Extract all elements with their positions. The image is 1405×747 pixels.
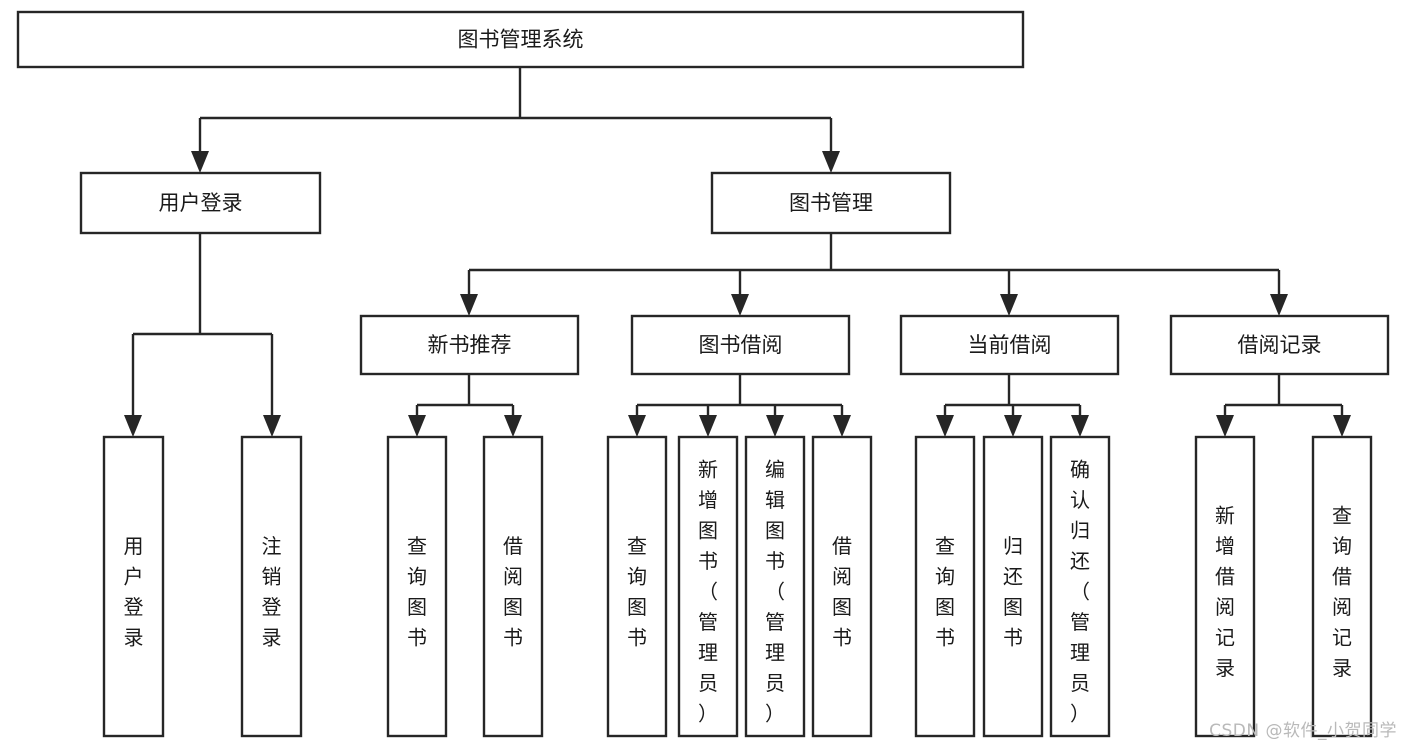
node-label: 新书推荐 (428, 333, 512, 357)
diagram-node-l3-07[interactable]: 编辑图书（管理员） (744, 435, 806, 738)
diagram-node-l3-12[interactable]: 新增借阅记录 (1194, 435, 1256, 738)
diagram-node-n2d[interactable]: 借阅记录 (1169, 314, 1390, 376)
connector-group (628, 374, 851, 437)
connector-group (408, 374, 522, 437)
node-label: 确认归还（管理员） (1070, 457, 1090, 725)
arrow-head-icon (124, 415, 142, 437)
arrow-head-icon (822, 151, 840, 173)
node-box[interactable] (102, 435, 165, 738)
node-label: 借阅图书 (832, 533, 852, 649)
diagram-node-l3-04[interactable]: 借阅图书 (482, 435, 544, 738)
connector-group (460, 233, 1288, 316)
node-box[interactable] (482, 435, 544, 738)
node-label: 用户登录 (159, 191, 243, 215)
node-label: 查询图书 (935, 533, 955, 649)
node-label: 新增图书（管理员） (698, 457, 718, 725)
diagram-node-n2a[interactable]: 新书推荐 (359, 314, 580, 376)
node-label: 借阅图书 (503, 533, 523, 649)
connector-layer (124, 67, 1351, 437)
node-label: 查询图书 (407, 533, 427, 649)
connector-group (191, 67, 840, 173)
diagram-node-l3-09[interactable]: 查询图书 (914, 435, 976, 738)
node-box[interactable] (1194, 435, 1256, 738)
node-label: 新增借阅记录 (1215, 503, 1235, 680)
arrow-head-icon (833, 415, 851, 437)
diagram-node-l3-05[interactable]: 查询图书 (606, 435, 668, 738)
node-box[interactable] (982, 435, 1044, 738)
node-label: 查询图书 (627, 533, 647, 649)
node-label: 用户登录 (124, 533, 144, 649)
node-box[interactable] (79, 171, 322, 235)
arrow-head-icon (191, 151, 209, 173)
diagram-node-n1b[interactable]: 图书管理 (710, 171, 952, 235)
node-box[interactable] (1169, 314, 1390, 376)
arrow-head-icon (504, 415, 522, 437)
arrow-head-icon (1216, 415, 1234, 437)
node-box[interactable] (359, 314, 580, 376)
node-label: 图书管理系统 (458, 28, 584, 52)
node-box[interactable] (744, 435, 806, 738)
arrow-head-icon (1000, 294, 1018, 316)
connector-group (1216, 374, 1351, 437)
arrow-head-icon (731, 294, 749, 316)
diagram-node-l3-08[interactable]: 借阅图书 (811, 435, 873, 738)
node-box[interactable] (677, 435, 739, 738)
node-label: 查询借阅记录 (1332, 503, 1352, 680)
node-box[interactable] (914, 435, 976, 738)
arrow-head-icon (408, 415, 426, 437)
node-box[interactable] (710, 171, 952, 235)
node-label: 归还图书 (1003, 533, 1023, 649)
diagram-node-l3-11[interactable]: 确认归还（管理员） (1049, 435, 1111, 738)
arrow-head-icon (1333, 415, 1351, 437)
node-box[interactable] (386, 435, 448, 738)
arrow-head-icon (1071, 415, 1089, 437)
diagram-node-l3-06[interactable]: 新增图书（管理员） (677, 435, 739, 738)
node-box[interactable] (630, 314, 851, 376)
connector-group (124, 233, 281, 437)
diagram-node-l3-02[interactable]: 注销登录 (240, 435, 303, 738)
node-label: 编辑图书（管理员） (765, 457, 785, 725)
arrow-head-icon (699, 415, 717, 437)
diagram-node-l3-03[interactable]: 查询图书 (386, 435, 448, 738)
arrow-head-icon (628, 415, 646, 437)
diagram-node-l3-01[interactable]: 用户登录 (102, 435, 165, 738)
arrow-head-icon (460, 294, 478, 316)
node-label: 当前借阅 (968, 333, 1052, 357)
node-layer: 图书管理系统用户登录图书管理新书推荐图书借阅当前借阅借阅记录用户登录注销登录查询… (16, 10, 1390, 738)
diagram-node-l3-10[interactable]: 归还图书 (982, 435, 1044, 738)
diagram-node-n1a[interactable]: 用户登录 (79, 171, 322, 235)
node-box[interactable] (16, 10, 1025, 69)
node-label: 图书借阅 (699, 333, 783, 357)
node-box[interactable] (899, 314, 1120, 376)
arrow-head-icon (936, 415, 954, 437)
node-box[interactable] (1311, 435, 1373, 738)
node-label: 图书管理 (789, 191, 873, 215)
arrow-head-icon (1004, 415, 1022, 437)
node-box[interactable] (1049, 435, 1111, 738)
node-box[interactable] (240, 435, 303, 738)
node-box[interactable] (606, 435, 668, 738)
diagram-node-l3-13[interactable]: 查询借阅记录 (1311, 435, 1373, 738)
diagram-node-n2c[interactable]: 当前借阅 (899, 314, 1120, 376)
arrow-head-icon (766, 415, 784, 437)
node-box[interactable] (811, 435, 873, 738)
diagram-node-root[interactable]: 图书管理系统 (16, 10, 1025, 69)
connector-group (936, 374, 1089, 437)
node-label: 借阅记录 (1238, 333, 1322, 357)
arrow-head-icon (1270, 294, 1288, 316)
arrow-head-icon (263, 415, 281, 437)
node-label: 注销登录 (262, 533, 282, 649)
diagram-node-n2b[interactable]: 图书借阅 (630, 314, 851, 376)
